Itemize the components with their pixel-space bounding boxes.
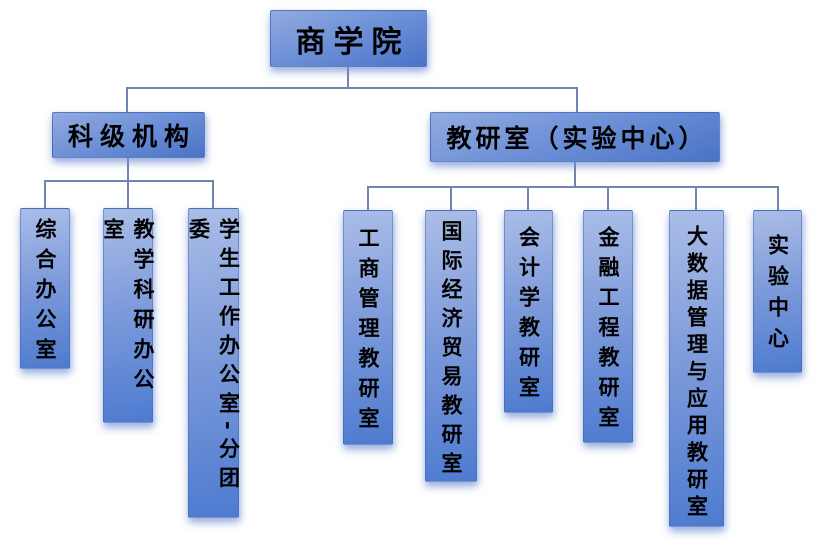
connector-line (126, 88, 128, 112)
connector-line (44, 180, 214, 182)
org-node-leaf-general-office: 综合办公室 (20, 208, 70, 369)
org-node-leaf-accounting: 会计学教研室 (504, 210, 553, 413)
connector-line (777, 187, 779, 210)
connector-line (607, 187, 609, 210)
connector-line (126, 87, 578, 89)
connector-line (347, 67, 349, 88)
org-node-leaf-business-admin: 工商管理教研室 (343, 210, 393, 445)
org-node-leaf-experiment-center: 实验中心 (753, 210, 802, 373)
connector-line (44, 181, 46, 208)
connector-line (574, 162, 576, 187)
connector-line (212, 181, 214, 208)
connector-line (367, 186, 779, 188)
org-node-leaf-big-data: 大数据管理与应用教研室 (669, 210, 724, 527)
connector-line (127, 181, 129, 208)
org-node-leaf-student-work-office: 学生工作办公室-分团委 (187, 208, 242, 518)
org-node-branch-section-level: 科级机构 (52, 112, 205, 158)
org-node-root: 商学院 (270, 10, 427, 67)
org-node-leaf-financial-engineering: 金融工程教研室 (583, 210, 633, 443)
connector-line (367, 187, 369, 210)
org-node-leaf-intl-trade: 国际经济贸易教研室 (425, 210, 477, 482)
org-node-branch-teaching-research: 教研室（实验中心） (430, 112, 720, 162)
connector-line (695, 187, 697, 210)
connector-line (450, 187, 452, 210)
connector-line (527, 187, 529, 210)
org-node-leaf-teaching-research-office: 教学科研办公室 (101, 208, 156, 423)
connector-line (576, 88, 578, 112)
connector-line (127, 158, 129, 181)
